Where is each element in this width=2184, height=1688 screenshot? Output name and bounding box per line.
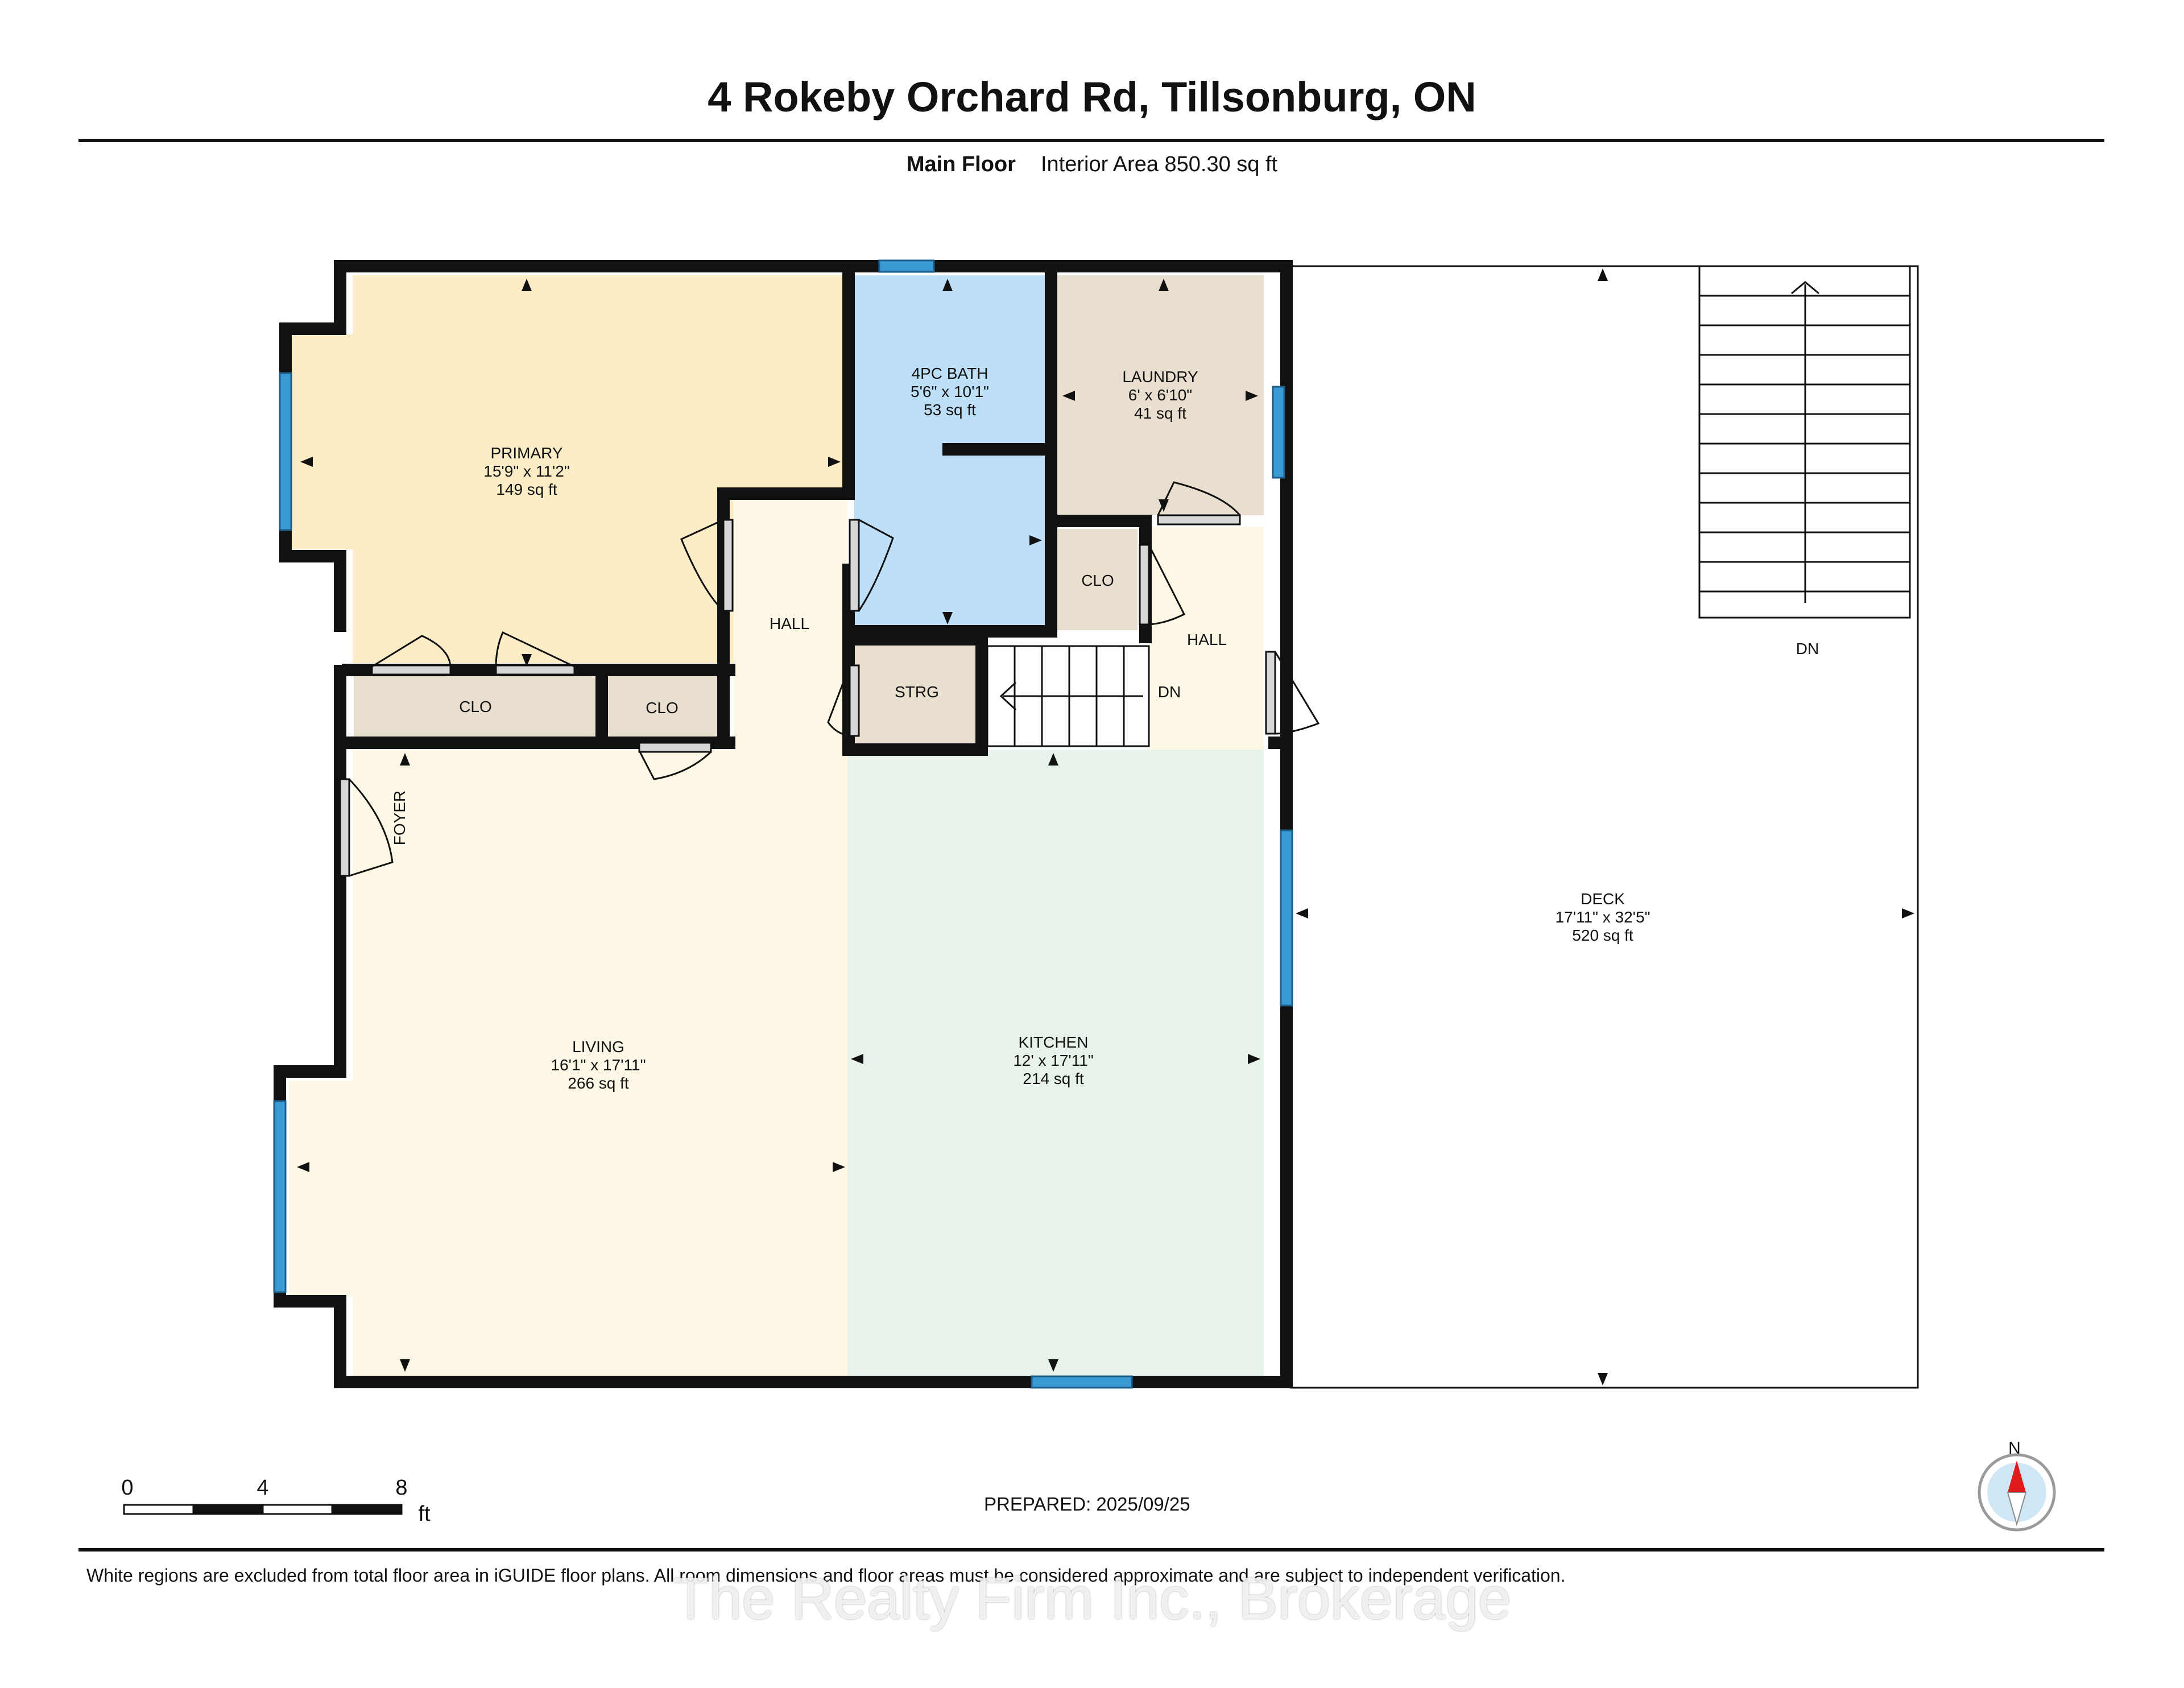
deck-stairs-down-label: DN	[1796, 640, 1819, 657]
storage-label: STRG	[895, 683, 939, 701]
kitchen-area: 214 sq ft	[1023, 1070, 1084, 1087]
dimension-markers	[297, 268, 1914, 1385]
interior-area: Interior Area 850.30 sq ft	[1040, 152, 1278, 176]
living-dims: 16'1" x 17'11"	[551, 1056, 646, 1074]
laundry-name: LAUNDRY	[1122, 368, 1198, 386]
storage-room	[854, 639, 975, 743]
doors	[339, 481, 1320, 877]
floor-subtitle: Main Floor Interior Area 850.30 sq ft	[0, 152, 2184, 177]
hall-label-right: HALL	[1187, 631, 1227, 648]
closet-primary	[354, 675, 598, 737]
deck-dims: 17'11" x 32'5"	[1555, 908, 1650, 926]
laundry-room	[1057, 275, 1264, 515]
interior-stair-treads	[986, 645, 1150, 747]
closet-small	[606, 675, 722, 737]
closet-label-laundry: CLO	[1081, 572, 1114, 589]
laundry-dims: 6' x 6'10"	[1128, 386, 1192, 404]
stairs-down-label: DN	[1158, 683, 1181, 701]
primary-dims: 15'9" x 11'2"	[483, 462, 569, 480]
footer-divider	[78, 1548, 2104, 1552]
kitchen-dims: 12' x 17'11"	[1013, 1052, 1094, 1069]
living-room	[289, 750, 847, 1376]
brokerage-watermark: The Realty Firm Inc., Brokerage	[673, 1566, 1511, 1632]
prepared-date: PREPARED: 2025/09/25	[984, 1493, 1190, 1515]
foyer-label: FOYER	[391, 791, 408, 845]
page-title: 4 Rokeby Orchard Rd, Tillsonburg, ON	[708, 73, 1476, 121]
living-area: 266 sq ft	[568, 1074, 629, 1092]
scale-unit: ft	[418, 1502, 431, 1526]
compass-needle-south	[2007, 1492, 2027, 1526]
scale-bar: 0 4 8 ft	[121, 1476, 431, 1526]
laundry-area: 41 sq ft	[1134, 404, 1186, 422]
primary-area: 149 sq ft	[496, 481, 557, 498]
closet-label-primary: CLO	[459, 698, 492, 715]
closet-label-small: CLO	[646, 699, 679, 717]
footer-disclaimer: White regions are excluded from total fl…	[86, 1565, 1566, 1586]
floor-name: Main Floor	[906, 152, 1016, 176]
scale-label-8: 8	[395, 1476, 407, 1500]
windows	[273, 259, 1293, 1389]
title-divider	[78, 139, 2104, 142]
hall-label-center: HALL	[770, 615, 809, 632]
kitchen-room	[847, 750, 1264, 1376]
primary-room	[291, 275, 843, 663]
primary-name: PRIMARY	[490, 444, 562, 462]
deck-area	[1290, 265, 1919, 1389]
closet-laundry	[1057, 529, 1138, 630]
right-hall	[1149, 527, 1264, 750]
deck-area: 520 sq ft	[1572, 926, 1633, 944]
scale-label-4: 4	[257, 1476, 268, 1500]
compass-needle-north	[2008, 1461, 2026, 1492]
compass: N	[1978, 1439, 2056, 1532]
bath-area: 53 sq ft	[924, 401, 976, 419]
deck-name: DECK	[1581, 890, 1625, 908]
bath-name: 4PC BATH	[912, 365, 988, 382]
scale-label-0: 0	[121, 1476, 133, 1500]
deck-stairs	[1698, 265, 1911, 619]
living-name: LIVING	[572, 1038, 624, 1056]
bath-dims: 5'6" x 10'1"	[911, 383, 989, 400]
compass-north-label: N	[2008, 1439, 2021, 1458]
center-hall	[734, 494, 847, 750]
kitchen-name: KITCHEN	[1019, 1033, 1089, 1051]
